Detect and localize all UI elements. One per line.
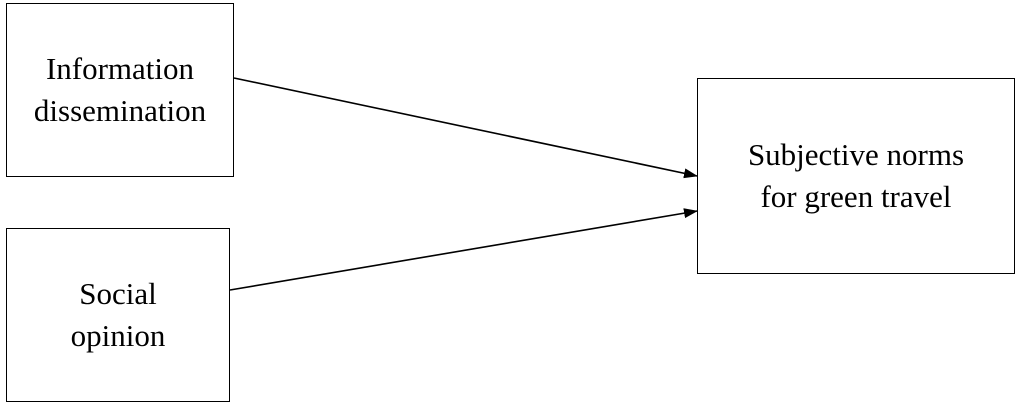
node-information-dissemination: Information dissemination [6, 3, 234, 177]
node-subjective-norms: Subjective norms for green travel [697, 78, 1015, 274]
arrow-information-to-norms [233, 77, 698, 179]
node-label: Information dissemination [33, 51, 207, 128]
node-social-opinion: Social opinion [6, 228, 230, 402]
arrow-social-to-norms [229, 208, 698, 291]
node-label: Subjective norms for green travel [747, 137, 965, 214]
node-label: Social opinion [70, 276, 166, 353]
